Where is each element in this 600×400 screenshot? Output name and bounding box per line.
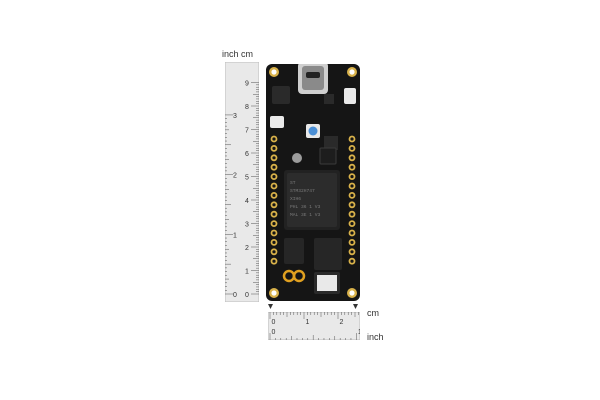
chip-marking-text: PHL 36 1 V3 [290, 204, 321, 210]
header-pin [350, 156, 354, 160]
vertical-cm-label: 2 [245, 245, 249, 252]
horizontal-cm-label: 0 [272, 319, 276, 326]
ruler-arrows [268, 304, 358, 309]
header-pin [272, 250, 276, 254]
horizontal-cm-label: 1 [306, 319, 310, 326]
arduino-logo-icon [282, 269, 306, 283]
header-pin [350, 184, 354, 188]
chip-marking-text: XIH6 [290, 196, 301, 202]
vertical-cm-label: 4 [245, 198, 249, 205]
header-pin [350, 259, 354, 263]
header-pin [350, 193, 354, 197]
horizontal-inch-label: 1 [358, 329, 360, 336]
header-pin [272, 240, 276, 244]
header-pin [272, 146, 276, 150]
horizontal-inch-label: 0 [272, 329, 276, 336]
vertical-cm-label: 6 [245, 151, 249, 158]
vertical-inch-label: 3 [233, 113, 237, 120]
vertical-cm-label: 5 [245, 175, 249, 182]
vertical-cm-label: 1 [245, 269, 249, 276]
header-pin [272, 222, 276, 226]
vertical-inch-label: 0 [233, 292, 237, 299]
header-pin [272, 184, 276, 188]
vertical-ruler-units-label: inch cm [222, 49, 254, 59]
header-pin [272, 212, 276, 216]
horizontal-ruler-graphic: 0 1 2 0 1 [267, 311, 362, 341]
header-pin [350, 250, 354, 254]
vertical-inch-label: 1 [233, 232, 237, 239]
chip-marking-text: STM32H747 [290, 188, 315, 194]
header-pin [272, 203, 276, 207]
header-pin [350, 222, 354, 226]
horizontal-ruler-inch-unit: inch [367, 332, 384, 342]
vertical-inch-label: 2 [233, 173, 237, 180]
vertical-cm-label: 0 [245, 292, 249, 299]
vertical-cm-label: 7 [245, 128, 249, 135]
vertical-ruler: 0 1 2 3 4 5 6 7 8 9 0 1 2 3 [224, 61, 260, 303]
header-pin [272, 231, 276, 235]
header-pin [272, 156, 276, 160]
header-pin [272, 175, 276, 179]
horizontal-ruler: 0 1 2 0 1 [267, 311, 362, 341]
header-pin [350, 212, 354, 216]
header-pin [350, 165, 354, 169]
vertical-cm-label: 8 [245, 104, 249, 111]
header-pin [350, 175, 354, 179]
header-pin [272, 259, 276, 263]
header-pin [272, 137, 276, 141]
chip-marking-text: ST [290, 180, 296, 186]
header-pin [350, 146, 354, 150]
chip-marking-text: MAL 3E 1 V3 [290, 212, 321, 218]
vertical-cm-label: 3 [245, 222, 249, 229]
horizontal-cm-label: 2 [340, 319, 344, 326]
header-pin [272, 193, 276, 197]
horizontal-ruler-cm-unit: cm [367, 308, 379, 318]
vertical-ruler-graphic: 0 1 2 3 4 5 6 7 8 9 0 1 2 3 [224, 61, 260, 303]
header-pin [350, 137, 354, 141]
header-pin [272, 165, 276, 169]
header-pin [350, 240, 354, 244]
header-pin [350, 231, 354, 235]
header-pin [350, 203, 354, 207]
vertical-cm-label: 9 [245, 81, 249, 88]
